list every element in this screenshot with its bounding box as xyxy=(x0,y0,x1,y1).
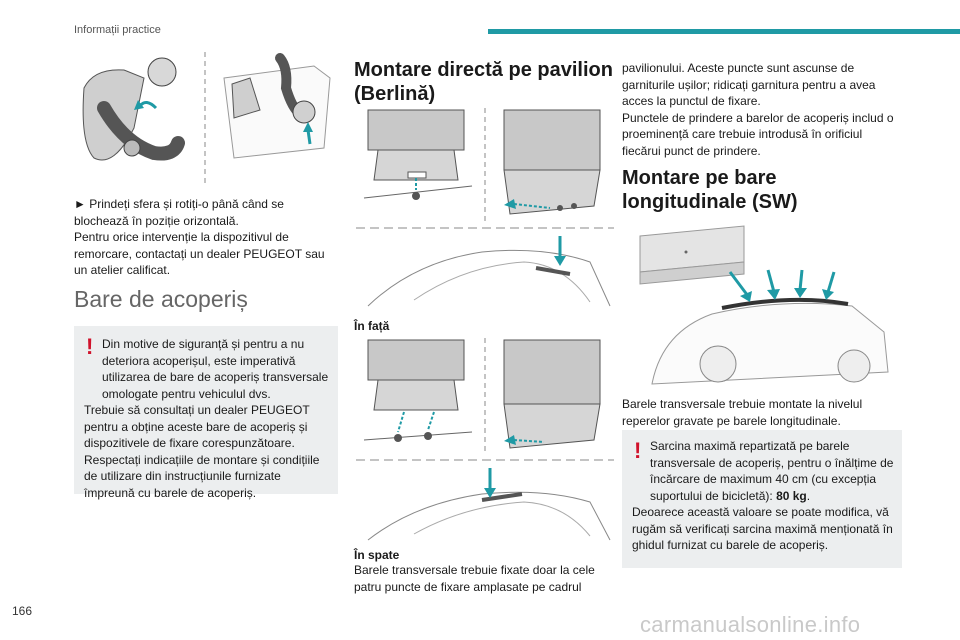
front-label: În față xyxy=(354,319,390,333)
front-mount-illustration xyxy=(354,106,616,312)
header-accent-bar xyxy=(488,29,960,34)
direct-mount-note: Punctele de prindere a barelor de acoper… xyxy=(622,110,894,158)
running-header: Informații practice xyxy=(74,24,161,36)
roof-bars-warning-p3: Respectați indicațiile de montare și con… xyxy=(84,452,320,500)
towbar-instruction: ► Prindeți sfera și rotiți-o până când s… xyxy=(74,197,284,228)
sw-load-warning-box: ! Sarcina maximă repartizată pe barele t… xyxy=(622,430,902,568)
direct-mount-continued: pavilionului. Aceste puncte sunt ascunse… xyxy=(622,60,902,159)
towbar-illustration xyxy=(74,48,336,188)
watermark: carmanualsonline.info xyxy=(640,612,861,637)
page-number: 166 xyxy=(12,604,33,618)
sw-load-warning: Sarcina maximă repartizată pe barele tra… xyxy=(650,439,894,503)
sw-mount-text: Barele transversale trebuie montate la n… xyxy=(622,397,863,428)
warning-icon: ! xyxy=(634,438,642,463)
sw-mount-title: Montare pe bare longitudinale (SW) xyxy=(622,167,798,213)
sw-mount-illustration xyxy=(622,222,902,390)
sw-load-warning-p2: Deoarece această valoare se poate modifi… xyxy=(632,505,893,552)
roof-bars-title: Bare de acoperiș xyxy=(74,286,248,312)
towbar-text: ► Prindeți sfera și rotiți-o până când s… xyxy=(74,196,334,279)
direct-mount-continued-text: pavilionului. Aceste puncte sunt ascunse… xyxy=(622,61,876,108)
roof-bars-warning-box: ! Din motive de siguranță și pentru a nu… xyxy=(74,326,338,500)
towbar-note: Pentru orice intervenție la dispozitivul… xyxy=(74,230,325,277)
direct-mount-text: Barele transversale trebuie fixate doar … xyxy=(354,563,595,594)
direct-mount-title: Montare directă pe pavilion (Berlină) xyxy=(354,59,613,105)
rear-label: În spate xyxy=(354,548,400,562)
roof-bars-warning-p2: Trebuie să consultați un dealer PEUGEOT … xyxy=(84,403,310,450)
roof-bars-warning: Din motive de siguranță și pentru a nu d… xyxy=(102,337,329,401)
max-load-value: 80 kg xyxy=(776,488,807,503)
warning-icon: ! xyxy=(86,334,94,359)
rear-mount-illustration xyxy=(354,336,616,544)
